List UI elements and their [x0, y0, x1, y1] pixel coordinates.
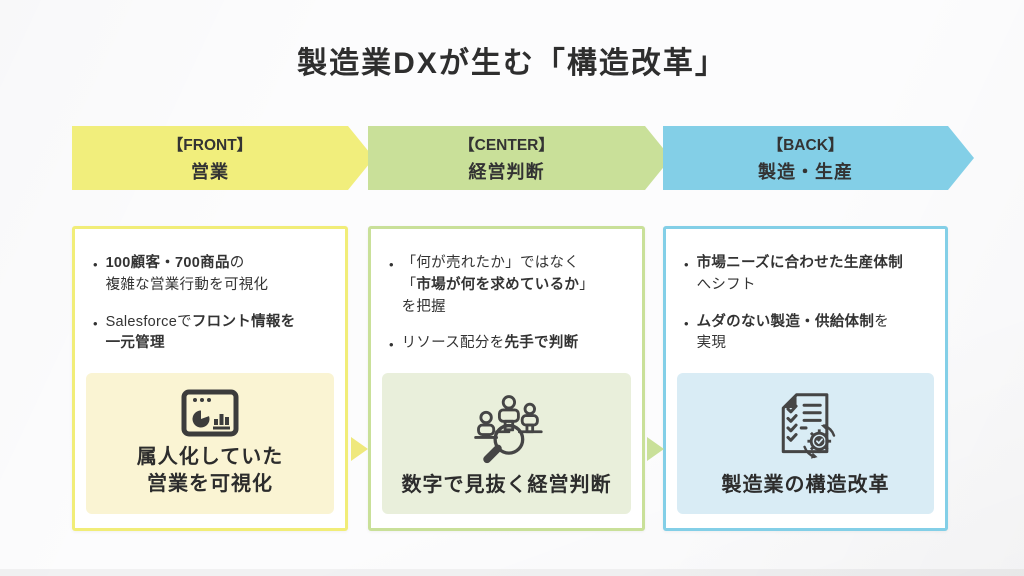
bullet-item: • Salesforceでフロント情報を 一元管理	[93, 312, 333, 356]
header-tag: 【FRONT】	[167, 136, 253, 154]
content-box-back: • 市場ニーズに合わせた生産体制 へシフト • ムダのない製造・供給体制を 実現	[663, 226, 948, 531]
summary-caption: 製造業の構造改革	[721, 473, 890, 496]
bullet-item: • リソース配分を先手で判断	[389, 333, 630, 355]
bullet-text: ムダのない製造・供給体制を 実現	[696, 313, 889, 352]
team-analysis-magnifier-icon	[473, 394, 543, 463]
bullet-item: • 「何が売れたか」ではなく 「市場が何を求めているか」 を把握	[389, 253, 630, 318]
page-title: 製造業DXが生む「構造改革」	[297, 47, 727, 80]
bullet-dot: •	[93, 315, 98, 331]
header-arrow-front: 【FRONT】 営業	[72, 126, 374, 190]
header-name: 製造・生産	[758, 161, 853, 182]
bullet-item: • 市場ニーズに合わせた生産体制 へシフト	[684, 253, 933, 297]
header-tag: 【BACK】	[767, 136, 844, 154]
bullet-dot: •	[684, 257, 689, 272]
column-center: 【CENTER】 経営判断 • 「何が売れたか」ではなく 「市場が何を求めているか…	[368, 0, 645, 576]
summary-panel-center: 数字で見抜く経営判断	[382, 373, 631, 514]
checklist-gear-icon	[781, 392, 835, 459]
bullet-text: 市場ニーズに合わせた生産体制 へシフト	[696, 255, 904, 293]
bullet-text: 「何が売れたか」ではなく 「市場が何を求めているか」 を把握	[401, 255, 594, 315]
dashboard-chart-icon	[181, 389, 239, 437]
header-tag: 【CENTER】	[459, 136, 554, 154]
bullet-list: • 「何が売れたか」ではなく 「市場が何を求めているか」 を把握 • リソース配分を先…	[371, 229, 642, 355]
header-arrow-back: 【BACK】 製造・生産	[663, 126, 974, 190]
content-box-center: • 「何が売れたか」ではなく 「市場が何を求めているか」 を把握 • リソース配分を先…	[368, 226, 645, 531]
connector-arrow-front-center	[351, 437, 368, 461]
bullet-dot: •	[389, 257, 394, 272]
connector-arrow-center-back	[647, 437, 664, 461]
bullet-item: • 100顧客・700商品の 複雑な営業行動を可視化	[93, 253, 333, 297]
bullet-text: リソース配分を先手で判断	[401, 335, 579, 352]
summary-panel-back: 製造業の構造改革	[677, 373, 934, 514]
summary-caption: 数字で見抜く経営判断	[401, 473, 612, 496]
bullet-text: Salesforceでフロント情報を 一元管理	[105, 313, 296, 352]
bullet-text: 100顧客・700商品の 複雑な営業行動を可視化	[105, 255, 269, 293]
column-back: 【BACK】 製造・生産 • 市場ニーズに合わせた生産体制 へシフト • ムダのない製…	[663, 0, 948, 576]
summary-panel-front: 属人化していた 営業を可視化	[86, 373, 334, 514]
header-name: 営業	[191, 161, 229, 182]
bullet-item: • ムダのない製造・供給体制を 実現	[684, 312, 933, 356]
column-front: 【FRONT】 営業 • 100顧客・700商品の 複雑な営業行動を可視化 • Sal…	[72, 0, 348, 576]
content-box-front: • 100顧客・700商品の 複雑な営業行動を可視化 • Salesforceでフロン…	[72, 226, 348, 531]
summary-caption: 属人化していた 営業を可視化	[136, 446, 284, 495]
bullet-dot: •	[93, 257, 98, 272]
header-arrow-center: 【CENTER】 経営判断	[368, 126, 671, 190]
bottom-shadow	[0, 569, 1024, 576]
bullet-dot: •	[684, 315, 689, 331]
bullet-list: • 100顧客・700商品の 複雑な営業行動を可視化 • Salesforceでフロン…	[75, 229, 345, 355]
bullet-dot: •	[389, 337, 394, 353]
bullet-list: • 市場ニーズに合わせた生産体制 へシフト • ムダのない製造・供給体制を 実現	[666, 229, 945, 355]
header-name: 経営判断	[468, 161, 545, 182]
